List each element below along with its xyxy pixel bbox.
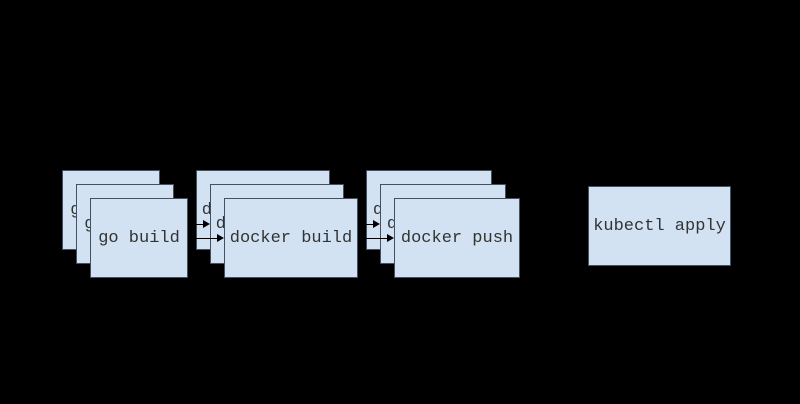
arrow-go-build-to-docker-build-front bbox=[188, 234, 224, 243]
arrow-head-icon bbox=[217, 234, 224, 242]
arrow-go-build-to-docker-build-middle bbox=[174, 220, 210, 229]
docker-push-box-front: docker push bbox=[394, 198, 520, 278]
stage-label: docker push bbox=[400, 228, 514, 248]
arrow-line bbox=[188, 238, 218, 239]
go-build-box-front: go build bbox=[90, 198, 188, 278]
arrow-head-icon bbox=[387, 234, 394, 242]
arrow-docker-build-to-docker-push-front bbox=[358, 234, 394, 243]
arrow-line bbox=[358, 238, 388, 239]
arrow-head-icon bbox=[189, 206, 196, 214]
stage-label: kubectl apply bbox=[593, 216, 726, 236]
docker-build-box-front: docker build bbox=[224, 198, 358, 278]
kubectl-apply-box: kubectl apply bbox=[588, 186, 731, 266]
stage-label: go build bbox=[98, 228, 180, 248]
arrow-head-icon bbox=[359, 206, 366, 214]
arrow-head-icon bbox=[203, 220, 210, 228]
stage-label: docker build bbox=[229, 228, 353, 248]
arrow-docker-build-to-docker-push-middle bbox=[344, 220, 380, 229]
arrow-head-icon bbox=[373, 220, 380, 228]
arrow-line bbox=[344, 224, 374, 225]
arrow-line bbox=[174, 224, 204, 225]
